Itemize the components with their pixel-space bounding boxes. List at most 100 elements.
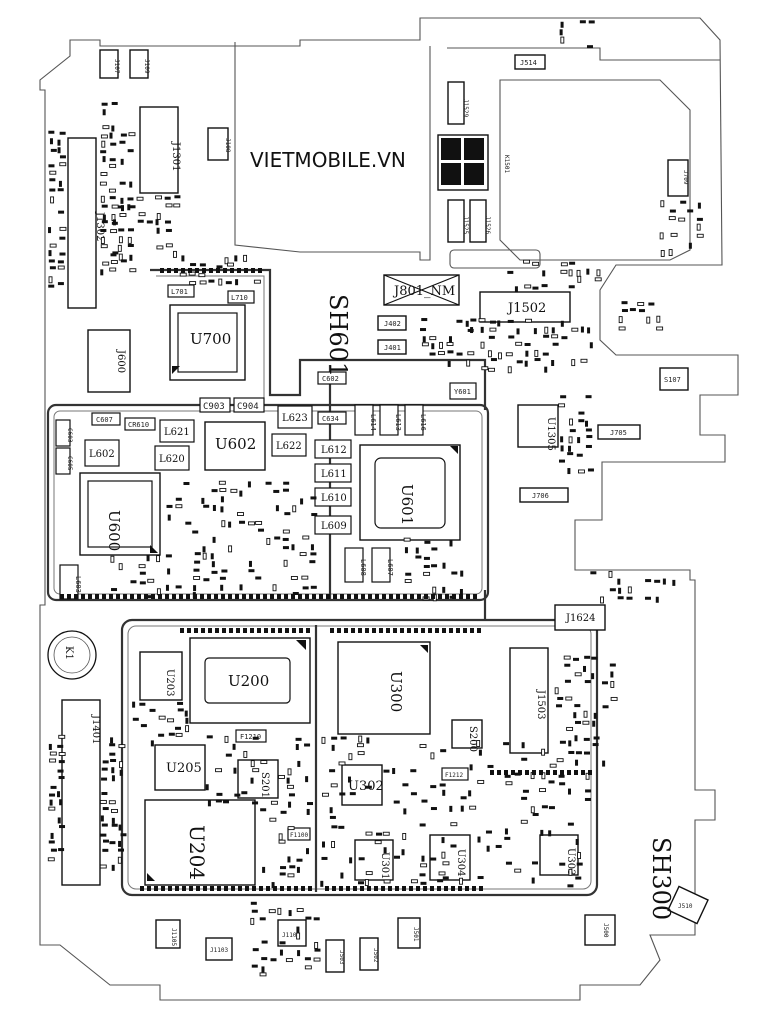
smd-component — [618, 587, 622, 594]
smd-component — [578, 411, 585, 415]
smd-component — [577, 852, 582, 860]
smd-component — [507, 319, 514, 323]
smd-component — [155, 219, 159, 226]
smd-component — [290, 576, 298, 580]
smd-component — [284, 512, 291, 516]
smd-component — [627, 586, 632, 594]
smd-component — [149, 708, 156, 712]
smd-component — [585, 428, 592, 432]
smd-component — [48, 806, 56, 811]
smd-component — [224, 886, 228, 891]
smd-component — [557, 696, 564, 700]
inductor-l616 — [404, 404, 424, 436]
smd-component — [382, 594, 386, 599]
smd-component — [111, 767, 115, 774]
chip-u601-core — [374, 457, 446, 529]
smd-component — [420, 328, 427, 332]
smd-component — [447, 350, 454, 354]
connector-j1526 — [469, 199, 487, 243]
smd-component — [372, 628, 376, 633]
smd-component — [331, 744, 335, 751]
smd-component — [296, 858, 303, 862]
connector-j1301 — [139, 106, 179, 194]
capacitor-c903-label: C903 — [203, 402, 225, 412]
fuse-f1100-label: F1100 — [290, 832, 308, 839]
pin1-marker — [147, 873, 155, 881]
smd-component — [259, 917, 266, 921]
inductor-l623 — [277, 405, 313, 429]
smd-component — [100, 134, 108, 139]
smd-component — [100, 833, 107, 837]
smd-component — [575, 876, 582, 880]
connector-j1401-label: J1401 — [90, 714, 101, 744]
smd-component — [617, 578, 621, 585]
smd-component — [638, 309, 645, 313]
smd-component — [465, 320, 469, 327]
smd-component — [167, 718, 175, 723]
smd-component — [279, 949, 283, 956]
smd-component — [567, 770, 571, 775]
smd-component — [331, 825, 338, 829]
smd-component — [567, 445, 571, 452]
smd-component — [260, 760, 268, 765]
smd-component — [194, 628, 198, 633]
smd-component — [102, 839, 109, 843]
connector-j514-label: J514 — [520, 59, 537, 67]
smd-component — [245, 886, 249, 891]
smd-component — [524, 360, 528, 367]
smd-component — [441, 851, 446, 859]
smd-component — [331, 841, 336, 848]
connector-j402-label: J402 — [384, 320, 401, 328]
smd-component — [645, 579, 652, 583]
smd-component — [270, 594, 274, 599]
inductor-l607-label: L607 — [386, 559, 394, 576]
capacitor-c904-label: C904 — [237, 402, 259, 412]
smd-component — [128, 132, 136, 137]
smd-component — [477, 628, 481, 633]
smd-component — [182, 886, 186, 891]
smd-component — [325, 886, 329, 891]
smd-component — [305, 916, 312, 920]
smd-component — [678, 217, 686, 222]
smd-component — [379, 628, 383, 633]
smd-component — [503, 742, 510, 746]
smd-component — [297, 950, 301, 957]
chip-u304 — [429, 834, 471, 881]
smd-component — [365, 785, 372, 789]
smd-component — [322, 841, 326, 848]
smd-component — [521, 757, 528, 761]
smd-component — [442, 789, 446, 796]
smd-component — [575, 838, 579, 845]
smd-component — [109, 752, 116, 756]
smd-component — [438, 594, 442, 599]
smd-component — [109, 163, 117, 168]
smd-component — [381, 886, 385, 891]
smd-component — [49, 799, 53, 806]
smd-component — [514, 772, 521, 776]
smd-component — [48, 284, 55, 288]
smd-component — [236, 628, 240, 633]
smd-component — [127, 149, 134, 153]
relay-pad — [464, 163, 484, 185]
smd-component — [479, 886, 483, 891]
pin1-marker — [296, 640, 306, 650]
smd-component — [172, 594, 176, 599]
smd-component — [430, 886, 434, 891]
smd-component — [329, 807, 333, 814]
smd-component — [360, 886, 364, 891]
smd-component — [220, 496, 224, 503]
smd-component — [102, 760, 109, 764]
smd-component — [470, 628, 474, 633]
smd-component — [48, 276, 53, 284]
smd-component — [216, 265, 223, 269]
smd-component — [193, 568, 200, 572]
chip-u302 — [341, 764, 383, 806]
smd-component — [553, 770, 557, 775]
smd-component — [129, 268, 137, 273]
smd-component — [386, 628, 390, 633]
inductor-l610-label: L610 — [321, 493, 347, 504]
smd-component — [497, 770, 501, 775]
smd-component — [118, 563, 123, 571]
smd-component — [593, 736, 600, 740]
